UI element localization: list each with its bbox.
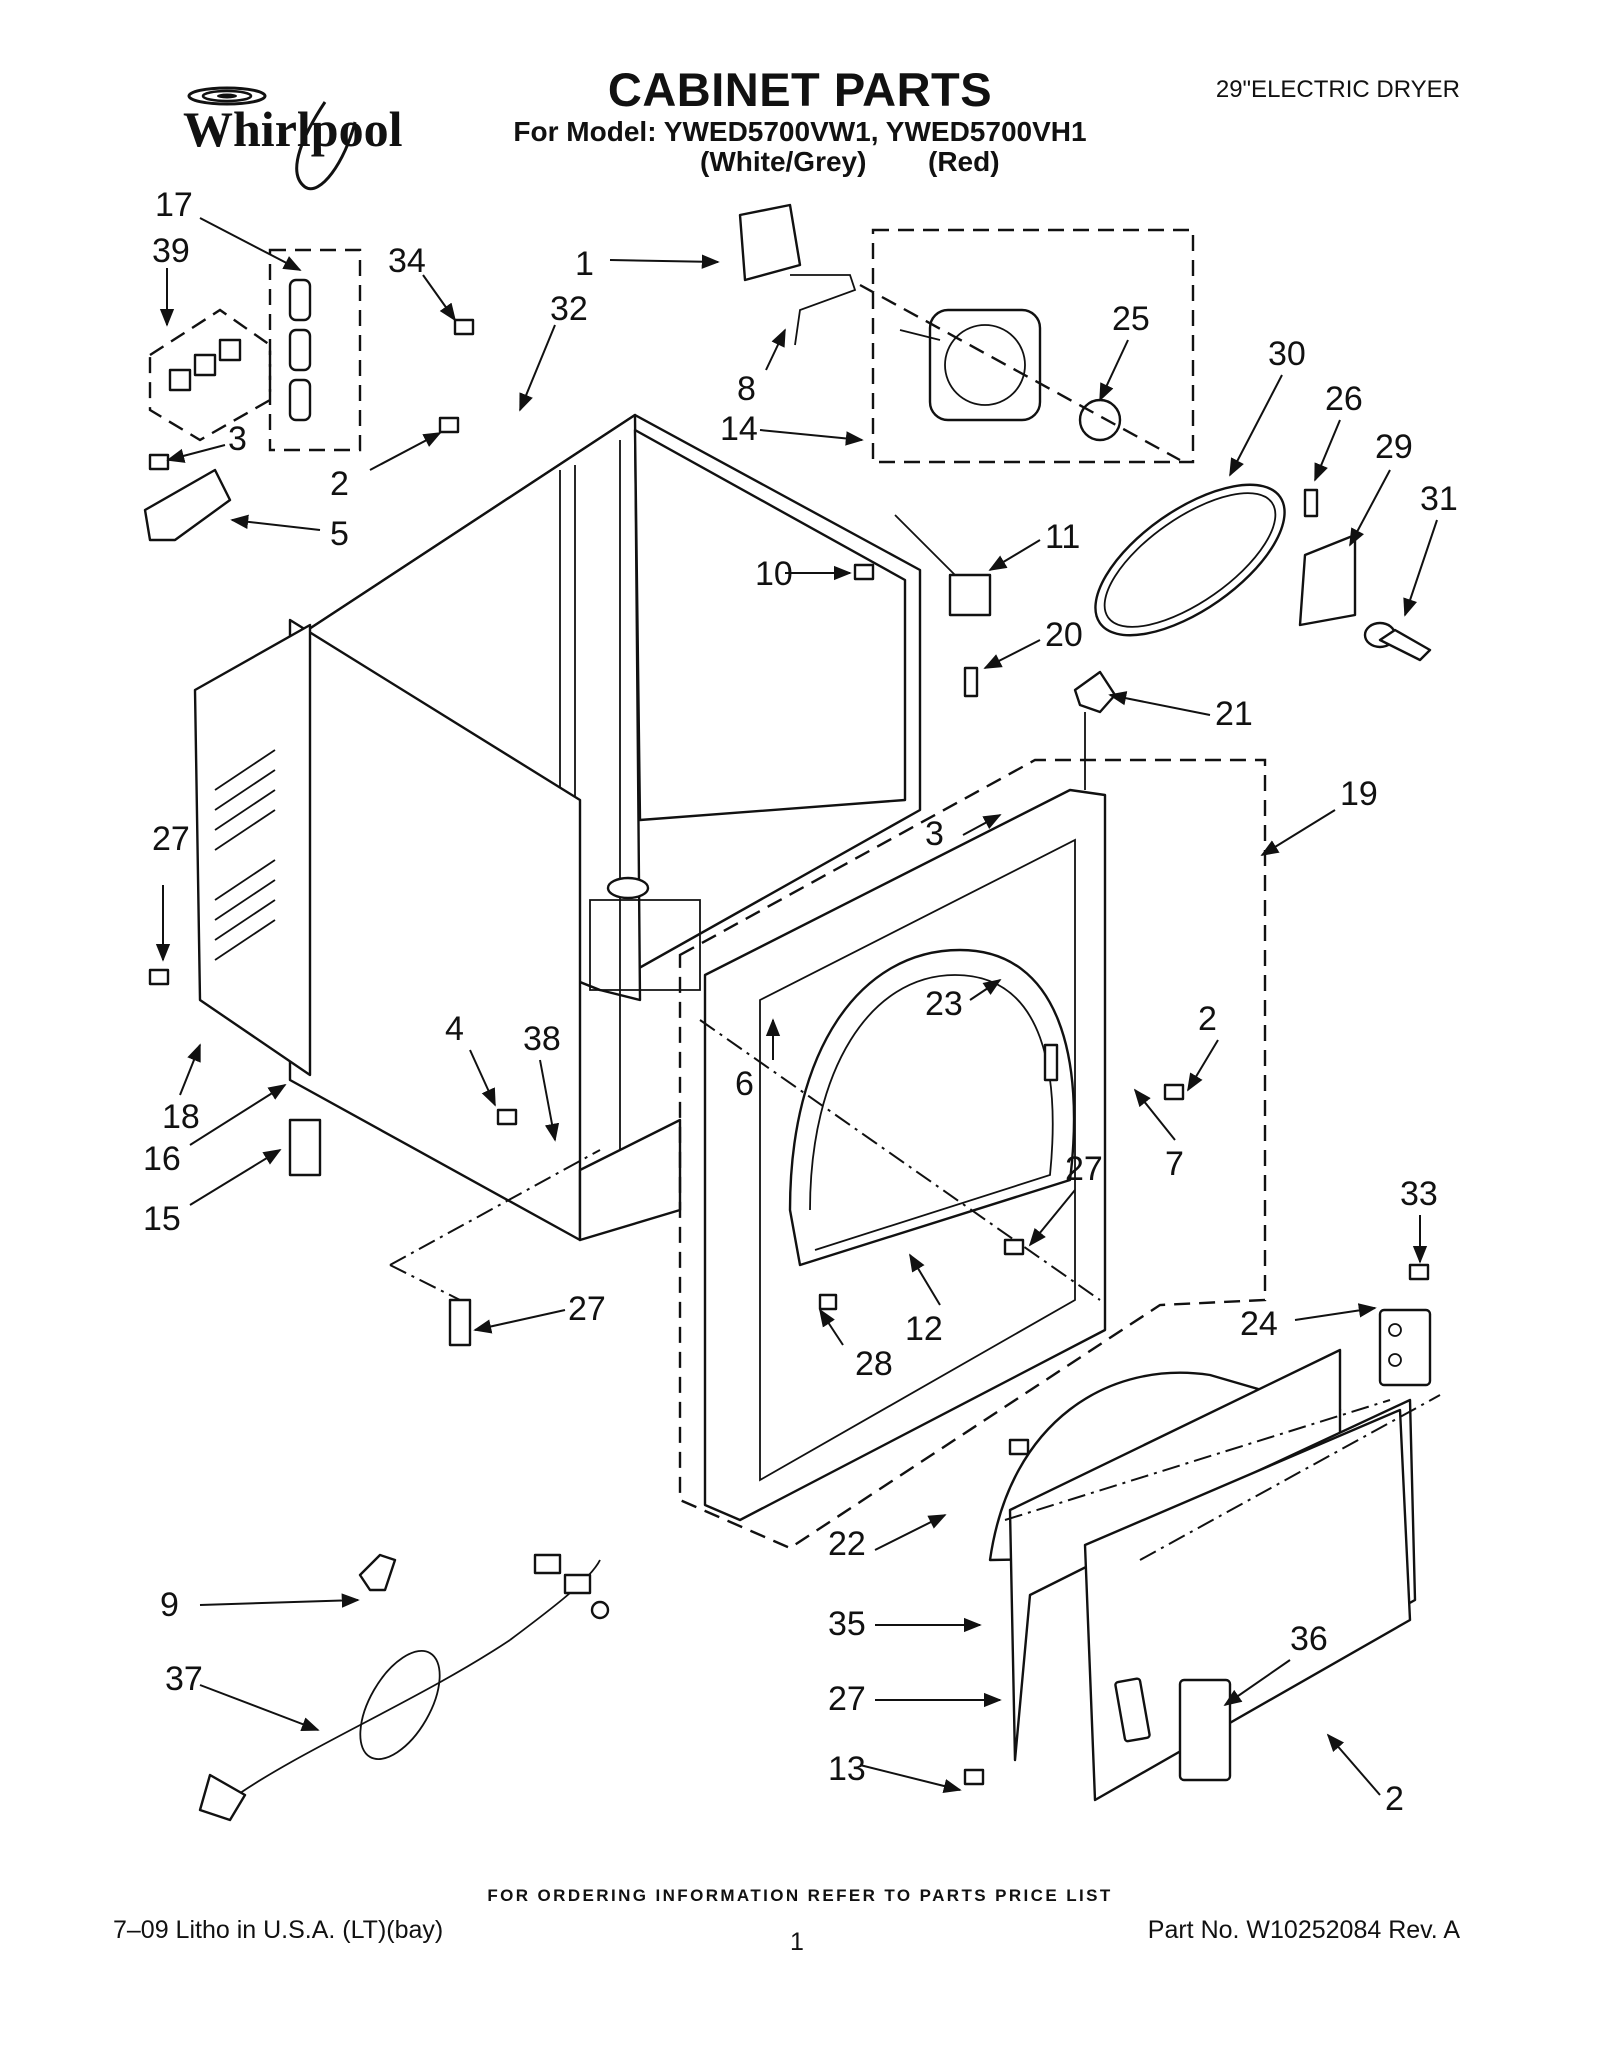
callout: 17	[155, 186, 193, 224]
callout: 7	[1165, 1145, 1184, 1183]
callout: 4	[445, 1010, 464, 1048]
callout: 2	[1385, 1780, 1404, 1818]
page-title: CABINET PARTS	[607, 63, 993, 116]
callout: 27	[1065, 1150, 1103, 1188]
callout: 39	[152, 232, 190, 270]
callout: 2	[1198, 1000, 1217, 1038]
front-panel	[703, 788, 1107, 1522]
callout: 32	[550, 290, 588, 328]
callout: 2	[330, 465, 349, 503]
callout: 30	[1268, 335, 1306, 373]
cabinet	[193, 413, 922, 1242]
callout: 34	[388, 242, 426, 280]
callout: 28	[855, 1345, 893, 1383]
callout: 9	[160, 1586, 179, 1624]
door-assembly	[988, 1348, 1417, 1802]
callout: 38	[523, 1020, 561, 1058]
product-type: 29"ELECTRIC DRYER	[1215, 76, 1460, 103]
callout: 35	[828, 1605, 866, 1643]
leader-lines	[155, 217, 1438, 1796]
callout: 8	[737, 370, 756, 408]
callout: 12	[905, 1310, 943, 1348]
svg-text:Whirlpool: Whirlpool	[183, 101, 403, 157]
vent-slots	[214, 749, 276, 961]
callout: 27	[828, 1680, 866, 1718]
callout: 15	[143, 1200, 181, 1238]
power-cord	[198, 1553, 610, 1822]
callout: 27	[568, 1290, 606, 1328]
callout: 13	[828, 1750, 866, 1788]
callout: 5	[330, 515, 349, 553]
callout: 1	[575, 245, 594, 283]
callout: 21	[1215, 695, 1253, 733]
callout: 6	[735, 1065, 754, 1103]
callout: 14	[720, 410, 758, 448]
callout: 3	[925, 815, 944, 853]
callout-labels: 17 39 34 32 1 8 14 25 30 26 29 31 3 2 5 …	[143, 186, 1458, 1818]
callout: 37	[165, 1660, 203, 1698]
callout: 18	[162, 1098, 200, 1136]
callout: 3	[228, 420, 247, 458]
ordering-note: FOR ORDERING INFORMATION REFER TO PARTS …	[487, 1886, 1113, 1905]
screws	[148, 318, 1430, 1786]
callout: 36	[1290, 1620, 1328, 1658]
callout: 26	[1325, 380, 1363, 418]
callout: 31	[1420, 480, 1458, 518]
callout: 16	[143, 1140, 181, 1178]
callout: 20	[1045, 616, 1083, 654]
model-line: For Model: YWED5700VW1, YWED5700VH1	[513, 116, 1087, 147]
drive-motor	[859, 283, 1181, 462]
callout: 33	[1400, 1175, 1438, 1213]
callout: 24	[1240, 1305, 1278, 1343]
callout: 11	[1045, 518, 1080, 556]
litho-line: 7–09 Litho in U.S.A. (LT)(bay)	[113, 1916, 444, 1944]
part-number: Part No. W10252084 Rev. A	[1147, 1916, 1460, 1944]
callout: 22	[828, 1525, 866, 1563]
callout: 23	[925, 985, 963, 1023]
callout: 10	[755, 555, 793, 593]
callout: 25	[1112, 300, 1150, 338]
callout: 19	[1340, 775, 1378, 813]
page-number: 1	[790, 1928, 804, 1956]
callout: 29	[1375, 428, 1413, 466]
variant-red: (Red)	[928, 146, 1000, 177]
whirlpool-logo: Whirlpool	[183, 86, 403, 191]
variant-white-grey: (White/Grey)	[700, 146, 867, 177]
callout: 27	[152, 820, 190, 858]
